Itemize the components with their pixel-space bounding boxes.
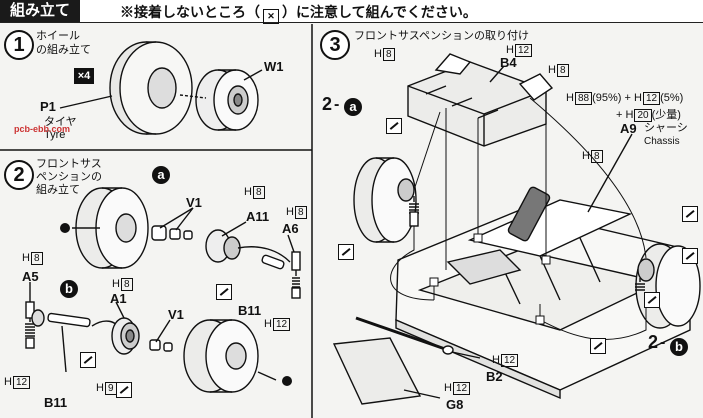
part-g8-label: G8 — [446, 397, 464, 412]
header-note: ※接着しないところ（✕）に注意して組んでください。 — [120, 2, 477, 24]
tyre-ja-label: タイヤ — [44, 116, 77, 128]
no-glue-icon — [338, 244, 354, 260]
ref-2b-dash: - — [660, 334, 666, 351]
step1-tyre-drawing — [109, 41, 193, 135]
ref-2b-number: 2 — [648, 332, 659, 352]
subassembly-b-marker: b — [60, 280, 78, 298]
subassembly-a-marker: a — [152, 166, 170, 184]
no-glue-icon — [682, 206, 698, 222]
step1-wheel-drawing — [195, 69, 259, 131]
step3-number: 3 — [320, 30, 350, 60]
no-glue-icon: ✕ — [263, 9, 279, 24]
step2-title-line2: ペンションの — [36, 171, 102, 183]
chassis-en-label: Chassis — [644, 136, 680, 147]
no-glue-icon — [216, 284, 232, 300]
part-v1-top-label: V1 — [186, 195, 202, 210]
part-a5-label: A5 — [22, 269, 39, 284]
note-suffix: ）に注意して組んでください。 — [282, 4, 477, 20]
step1-title-line2: の組み立て — [36, 44, 91, 56]
step3-chassis-drawing — [332, 186, 691, 405]
watermark-text: pcb-ebb.com — [14, 124, 71, 134]
no-glue-icon — [590, 338, 606, 354]
no-glue-icon — [80, 352, 96, 368]
step1-title-line1: ホイール — [36, 30, 80, 42]
tyre-en-label: Tyre — [44, 129, 66, 141]
step3-title: フロントサスペンションの取り付け — [354, 30, 530, 42]
part-a1-label: A1 — [110, 291, 127, 306]
no-glue-icon — [386, 118, 402, 134]
part-a6-label: A6 — [282, 221, 299, 236]
step1-number: 1 — [4, 30, 34, 60]
ref-step1-dot-b — [282, 376, 292, 386]
no-glue-icon — [644, 292, 660, 308]
header-title: 組み立て — [0, 0, 81, 22]
ref-2b-marker: b — [670, 338, 688, 356]
note-prefix: ※接着しないところ（ — [120, 4, 260, 20]
step2-title-line1: フロントサス — [36, 158, 102, 170]
chassis-ja-label: シャーシ — [644, 122, 688, 134]
part-b2-label: B2 — [486, 369, 503, 384]
step2-number: 2 — [4, 160, 34, 190]
ref-2a-number: 2 — [322, 94, 333, 114]
no-glue-icon — [682, 248, 698, 264]
header-bar: 組み立て ※接着しないところ（✕）に注意して組んでください。 — [0, 0, 703, 24]
part-a11-label: A11 — [246, 209, 270, 224]
step2-title-line3: 組み立て — [36, 184, 80, 196]
ref-step1-dot-a — [60, 223, 70, 233]
quantity-x4-badge: ×4 — [74, 68, 94, 84]
part-w1-label: W1 — [264, 59, 284, 74]
ref-2a-dash: - — [334, 96, 340, 113]
ref-2a-marker: a — [344, 98, 362, 116]
part-b11-lower-label: B11 — [44, 395, 68, 410]
part-b4-label: B4 — [500, 55, 517, 70]
part-p1-label: P1 — [40, 99, 56, 114]
no-glue-icon — [116, 382, 132, 398]
part-v1-bottom-label: V1 — [168, 307, 184, 322]
step3-top-plate-drawing — [407, 53, 554, 147]
part-a9-label: A9 — [620, 121, 637, 136]
part-b11-upper-label: B11 — [238, 303, 262, 318]
